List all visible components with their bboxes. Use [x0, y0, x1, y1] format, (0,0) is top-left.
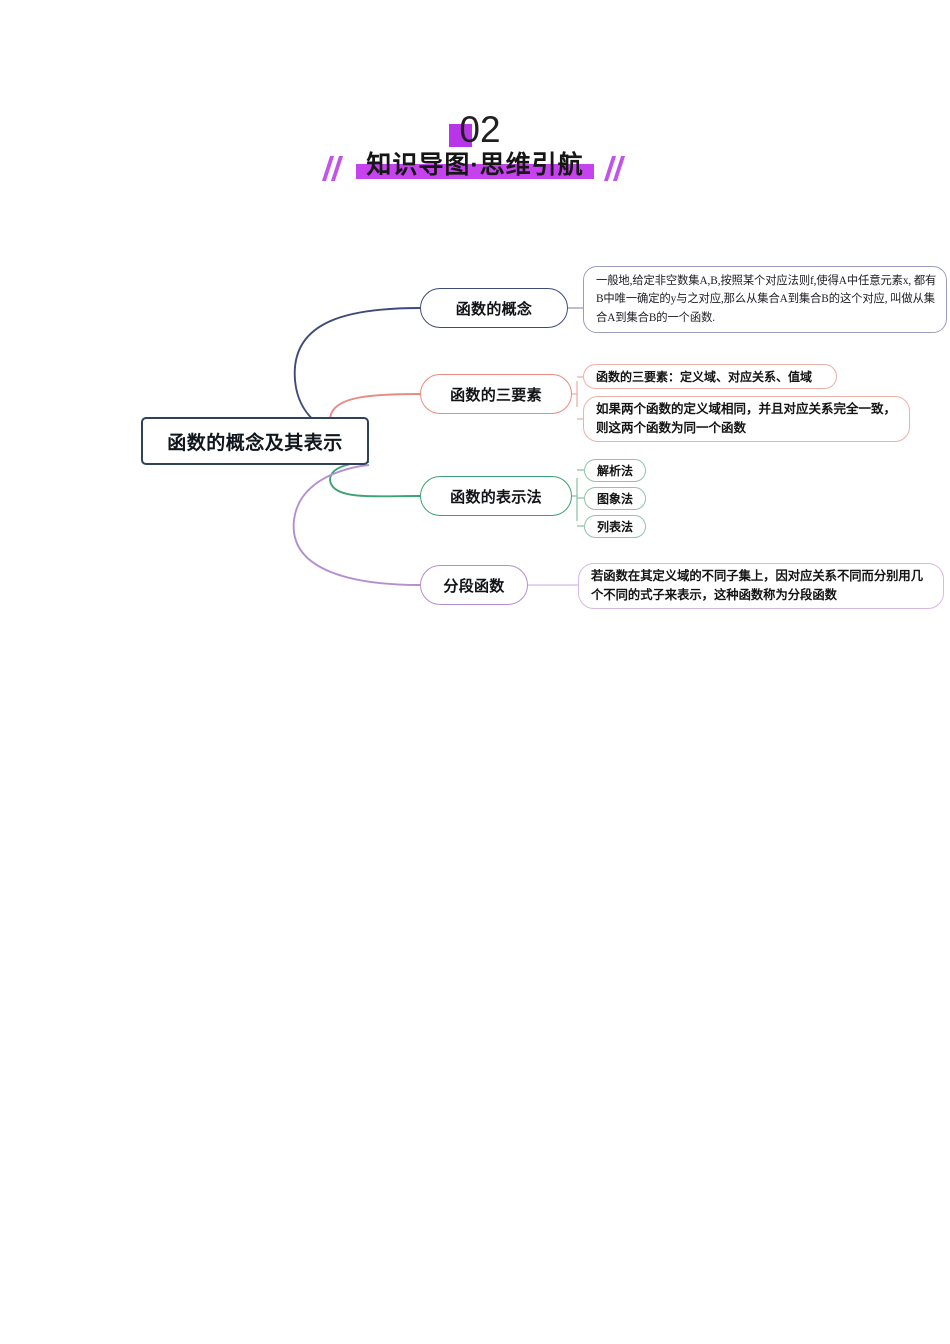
detail-box-function-definition[interactable]: 一般地,给定非空数集A,B,按照某个对应法则f,使得A中任意元素x, 都有B中唯…: [583, 266, 947, 333]
detail-text: 若函数在其定义域的不同子集上，因对应关系不同而分别用几个不同的式子来表示，这种函…: [591, 569, 924, 602]
root-node-label: 函数的概念及其表示: [167, 432, 343, 454]
title-highlight-bar: [356, 164, 594, 179]
detail-box-analytic-method[interactable]: 解析法: [584, 459, 646, 482]
header-number: 02: [459, 109, 501, 150]
header-number-row: 02: [0, 110, 950, 150]
detail-box-same-function-rule[interactable]: 如果两个函数的定义域相同，并且对应关系完全一致，则这两个函数为同一个函数: [583, 396, 910, 442]
detail-text: 解析法: [596, 463, 633, 478]
branch-node-piecewise[interactable]: 分段函数: [420, 565, 528, 605]
branch-node-function-concept[interactable]: 函数的概念: [420, 288, 568, 328]
header-number-group: 02: [449, 109, 501, 150]
header-title-row: 知识导图·思维引航: [0, 148, 950, 190]
detail-text: 图象法: [596, 491, 633, 506]
branch-node-representation[interactable]: 函数的表示法: [420, 476, 572, 516]
detail-text: 函数的三要素：定义域、对应关系、值域: [596, 369, 813, 384]
detail-text: 一般地,给定非空数集A,B,按照某个对应法则f,使得A中任意元素x, 都有B中唯…: [596, 274, 937, 324]
detail-box-three-elements-list[interactable]: 函数的三要素：定义域、对应关系、值域: [583, 364, 837, 389]
header-title-box: 知识导图·思维引航: [356, 148, 594, 182]
detail-box-piecewise-definition[interactable]: 若函数在其定义域的不同子集上，因对应关系不同而分别用几个不同的式子来表示，这种函…: [578, 563, 944, 609]
branch-label: 函数的三要素: [450, 386, 542, 404]
detail-text: 列表法: [596, 519, 633, 534]
branch-label: 函数的概念: [455, 300, 533, 318]
branch-label: 分段函数: [443, 577, 505, 595]
section-header: 02 知识导图·思维引航: [0, 110, 950, 190]
detail-text: 如果两个函数的定义域相同，并且对应关系完全一致，则这两个函数为同一个函数: [596, 402, 897, 435]
branch-node-three-elements[interactable]: 函数的三要素: [420, 374, 572, 414]
branch-label: 函数的表示法: [450, 488, 542, 506]
detail-box-graph-method[interactable]: 图象法: [584, 487, 646, 510]
mindmap-root-node[interactable]: 函数的概念及其表示: [141, 417, 369, 465]
page-title: 知识导图·思维引航: [366, 151, 584, 179]
purple-square-icon: [449, 124, 473, 147]
detail-box-table-method[interactable]: 列表法: [584, 515, 646, 538]
